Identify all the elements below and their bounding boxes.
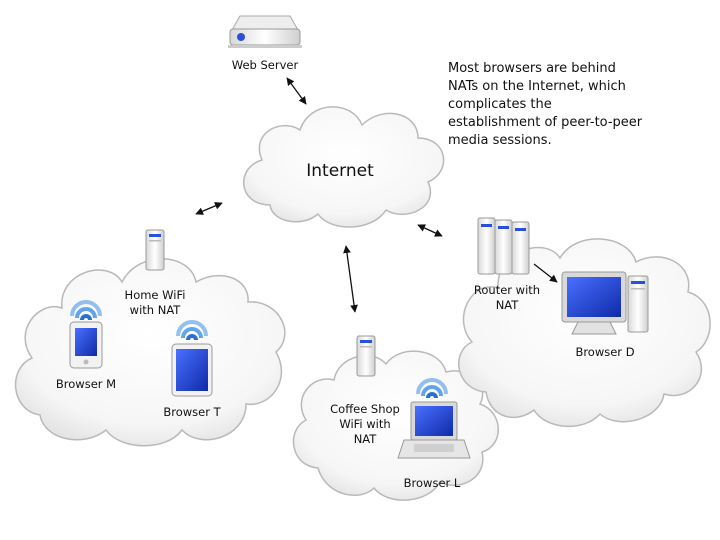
coffee-shop-router-label-line1: Coffee Shop: [330, 402, 400, 416]
arrow-office-internet: [417, 224, 443, 237]
browser-t-device-icon: [171, 320, 213, 397]
arrow-coffee-internet: [343, 245, 358, 313]
explanation-note: Most browsers are behind NATs on the Int…: [448, 61, 643, 148]
home-router-label: Home WiFi with NAT: [110, 288, 200, 318]
arrow-home-internet: [195, 202, 223, 215]
home-router-label-line2: with NAT: [129, 303, 181, 317]
browser-d-label: Browser D: [575, 345, 635, 359]
coffee-shop-router-label-line2: WiFi with: [339, 417, 391, 431]
browser-l-laptop-icon: [397, 378, 471, 459]
office-router-icon: [477, 217, 530, 275]
office-router-label-line2: NAT: [495, 298, 519, 312]
office-router-label-line1: Router with: [473, 283, 541, 297]
arrow-server-internet: [286, 77, 307, 105]
browser-m-label: Browser M: [55, 377, 117, 391]
office-router-label: Router with NAT: [462, 283, 552, 313]
browser-d-desktop-icon: [561, 271, 649, 335]
arrow-router-desktop: [533, 263, 558, 283]
internet-cloud: [243, 106, 445, 228]
coffee-shop-router-icon: [356, 335, 376, 377]
home-router-icon: [145, 229, 165, 271]
web-server-label: Web Server: [231, 58, 299, 72]
coffee-shop-router-label: Coffee Shop WiFi with NAT: [320, 402, 410, 447]
browser-t-label: Browser T: [163, 405, 221, 419]
coffee-shop-router-label-line3: NAT: [353, 432, 377, 446]
browser-m-device-icon: [69, 300, 103, 369]
web-server-icon: [228, 15, 302, 48]
home-cloud: [15, 258, 286, 447]
browser-l-label: Browser L: [403, 476, 461, 490]
internet-label: Internet: [306, 161, 374, 181]
home-router-label-line1: Home WiFi: [124, 288, 186, 302]
